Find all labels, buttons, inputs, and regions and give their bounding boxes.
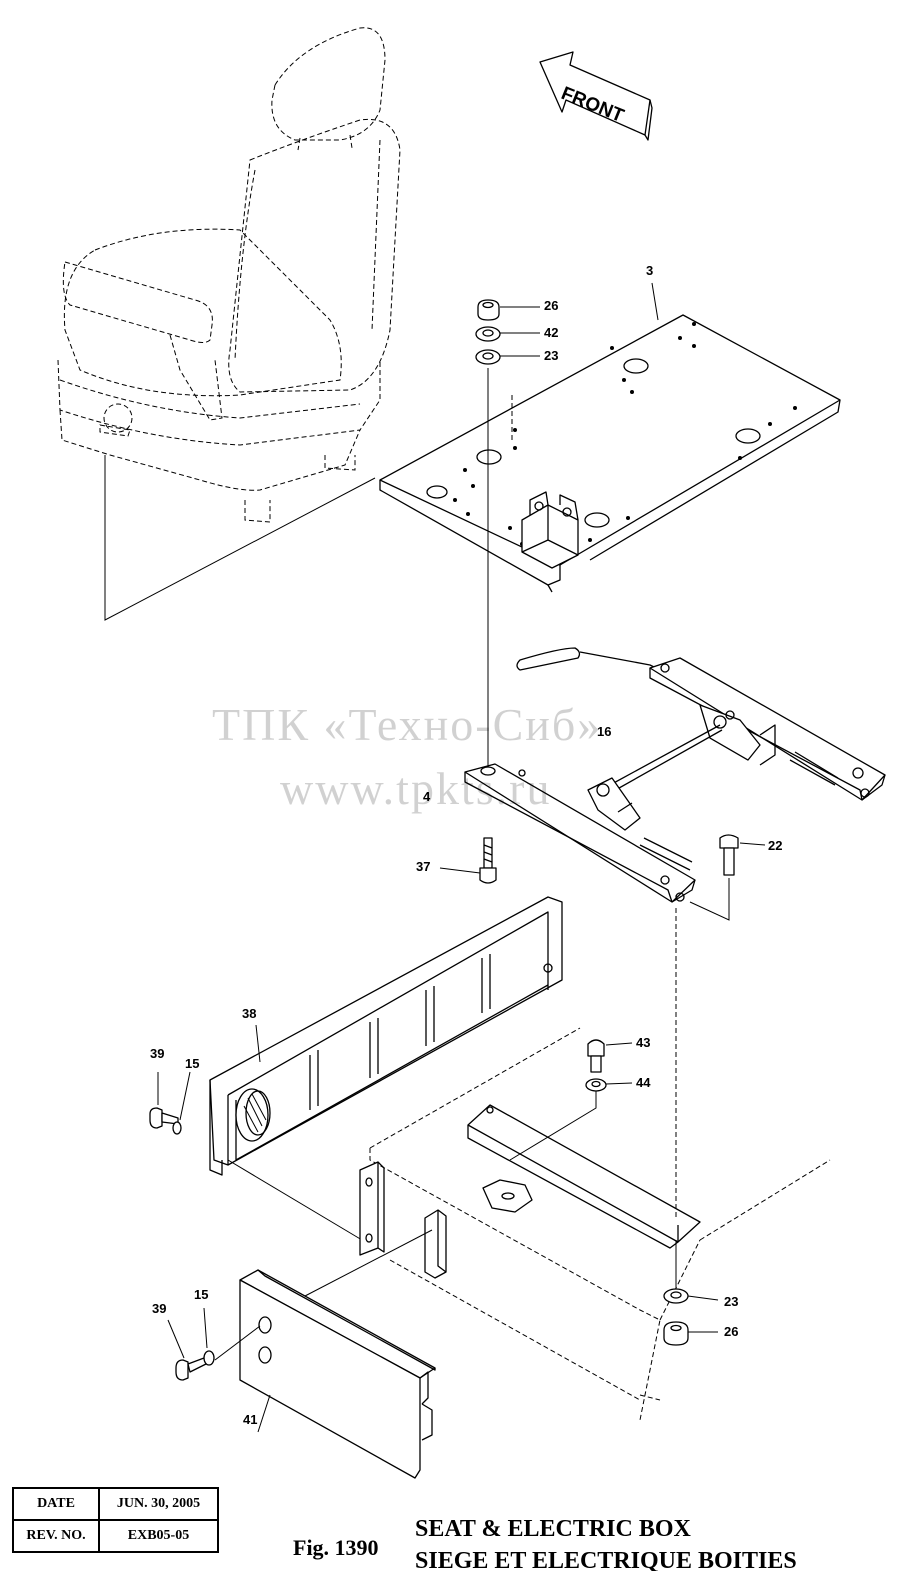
bolt-icon [439,837,497,884]
washer-icon [475,349,501,365]
washer-icon [475,326,501,342]
washer-icon [663,1288,689,1304]
front-arrow-icon [539,51,653,141]
screw-washer-bottom [167,1307,261,1381]
callout-4: 4 [423,789,431,804]
mounting-bracket-icon [304,1161,447,1297]
bolt-washer-43-44 [509,1039,633,1161]
callout-26-bottom: 26 [724,1324,739,1339]
callout-38: 38 [242,1006,257,1021]
callout-41: 41 [243,1412,258,1427]
callout-23-top: 23 [544,348,559,363]
bottom-hardware-stack [663,1288,719,1346]
top-hardware-stack [475,299,540,440]
screw-washer-top [149,1071,191,1135]
callout-37: 37 [416,859,431,874]
callout-16: 16 [597,724,612,739]
seat-rail-icon [464,647,886,903]
callout-44: 44 [636,1075,651,1090]
mounting-surface [369,1027,831,1421]
date-row: DATE JUN. 30, 2005 [12,1487,219,1521]
callout-43: 43 [636,1035,651,1050]
cross-bar-icon [467,1104,701,1249]
rev-row: REV. NO. EXB05-05 [12,1519,219,1553]
callout-3: 3 [646,263,654,278]
callout-23-bottom: 23 [724,1294,739,1309]
nut-icon [663,1321,689,1346]
watermark-line2: www.tpkts.ru [280,763,552,814]
callout-15-bottom: 15 [194,1287,209,1302]
watermark-line1: ТПК «Техно-Сиб» [212,699,603,750]
base-plate-icon [379,282,841,593]
revision-box: DATE JUN. 30, 2005 REV. NO. EXB05-05 [12,1487,219,1553]
callout-42: 42 [544,325,559,340]
callout-39-bottom: 39 [152,1301,167,1316]
rev-label: REV. NO. [12,1519,100,1553]
title-english: SEAT & ELECTRIC BOX [415,1516,691,1542]
figure-number: Fig. 1390 [293,1535,379,1560]
bolt-icon-22 [689,834,766,921]
cover-panel-icon [239,1269,436,1479]
rev-value: EXB05-05 [98,1519,219,1553]
seat-icon [57,27,401,621]
callout-15-top: 15 [185,1056,200,1071]
title-french: SIEGE ET ELECTRIQUE BOITIES [415,1548,797,1571]
date-label: DATE [12,1487,100,1521]
callout-26-top: 26 [544,298,559,313]
callout-22: 22 [768,838,783,853]
callout-39-top: 39 [150,1046,165,1061]
box-frame-icon [209,896,563,1241]
date-value: JUN. 30, 2005 [98,1487,219,1521]
